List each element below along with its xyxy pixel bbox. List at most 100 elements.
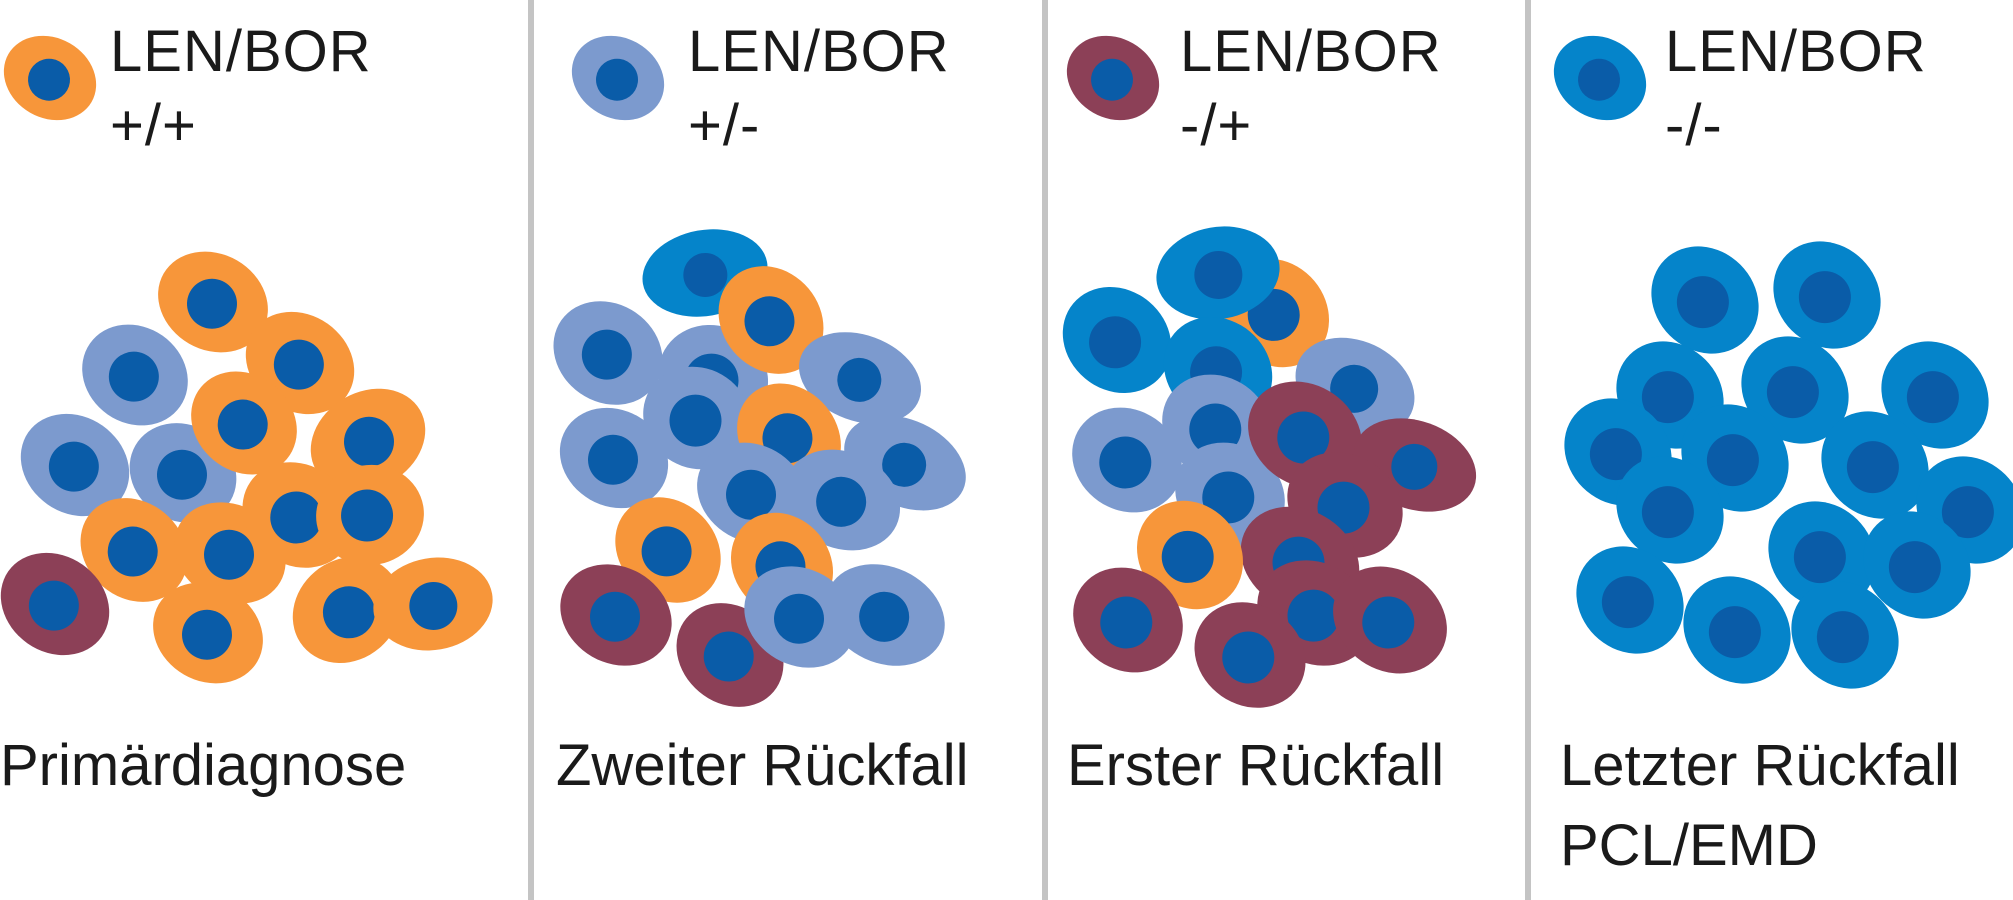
cell-nucleus bbox=[596, 58, 638, 101]
cell-nucleus bbox=[1330, 364, 1379, 413]
cell bbox=[1741, 336, 1849, 444]
legend-label: LEN/BOR bbox=[110, 19, 372, 84]
cell bbox=[1194, 602, 1306, 708]
cell-nucleus bbox=[1641, 486, 1694, 539]
cell-nucleus bbox=[1793, 531, 1846, 584]
cell-nucleus bbox=[187, 278, 237, 329]
cell bbox=[80, 498, 188, 602]
cell-nucleus bbox=[774, 593, 824, 644]
cell-nucleus bbox=[1708, 606, 1761, 659]
cell-nucleus bbox=[1089, 316, 1142, 369]
cell bbox=[316, 464, 424, 566]
cell-nucleus bbox=[590, 591, 640, 642]
cell-nucleus bbox=[157, 449, 207, 500]
legend-status: -/- bbox=[1665, 93, 1723, 158]
panel-divider bbox=[1042, 0, 1048, 900]
cell-nucleus bbox=[588, 434, 638, 485]
cell bbox=[1576, 546, 1684, 654]
legend-status: +/+ bbox=[110, 93, 197, 158]
cell bbox=[1333, 566, 1447, 674]
cell bbox=[1881, 341, 1989, 449]
cell-nucleus bbox=[409, 581, 458, 630]
cell bbox=[1863, 511, 1971, 619]
cell-nucleus bbox=[669, 394, 722, 447]
cell-nucleus bbox=[1287, 589, 1340, 642]
panel-divider bbox=[528, 0, 534, 900]
cell bbox=[1773, 241, 1881, 349]
cell bbox=[292, 556, 402, 664]
cell-nucleus bbox=[1816, 611, 1869, 664]
cell bbox=[1768, 501, 1876, 609]
cell-nucleus bbox=[217, 399, 268, 450]
cell-nucleus bbox=[816, 476, 867, 527]
cell-nucleus bbox=[1601, 576, 1654, 629]
cell-nucleus bbox=[273, 339, 324, 390]
cell-nucleus bbox=[1578, 58, 1620, 101]
cell-nucleus bbox=[581, 329, 632, 380]
cell-nucleus bbox=[1846, 441, 1899, 494]
cell-nucleus bbox=[1161, 530, 1214, 583]
cell-nucleus bbox=[726, 469, 776, 520]
cell-nucleus bbox=[1766, 366, 1819, 419]
panel-caption: Erster Rückfall bbox=[1067, 733, 1445, 798]
cell-nucleus bbox=[108, 351, 159, 402]
cell bbox=[825, 564, 945, 666]
legend-cell-icon bbox=[1066, 35, 1160, 121]
cell-nucleus bbox=[1391, 443, 1438, 490]
legend-label: LEN/BOR bbox=[1665, 19, 1927, 84]
cell-nucleus bbox=[762, 413, 813, 464]
cell bbox=[82, 324, 188, 426]
cell bbox=[1156, 226, 1280, 320]
cell bbox=[553, 301, 663, 405]
panel-caption: Primärdiagnose bbox=[0, 733, 407, 798]
cell-nucleus bbox=[1194, 250, 1243, 299]
cell-nucleus bbox=[1676, 276, 1729, 329]
cell bbox=[1616, 456, 1724, 564]
cell bbox=[20, 413, 130, 517]
legend-label: LEN/BOR bbox=[1180, 19, 1442, 84]
panel-caption: Zweiter Rückfall bbox=[556, 733, 969, 798]
cell-nucleus bbox=[1906, 371, 1959, 424]
cell-nucleus bbox=[1202, 471, 1255, 524]
cell-nucleus bbox=[1888, 541, 1941, 594]
cell bbox=[1072, 407, 1182, 513]
cell-nucleus bbox=[859, 591, 910, 642]
cell bbox=[1062, 286, 1172, 394]
cell bbox=[1136, 500, 1244, 610]
cell bbox=[1073, 567, 1183, 673]
legend-cell-icon bbox=[3, 35, 97, 121]
panel-caption: Letzter Rückfall bbox=[1560, 733, 1960, 798]
legend-status: +/- bbox=[688, 93, 761, 158]
cell-nucleus bbox=[1091, 58, 1133, 101]
legend-cell-icon bbox=[571, 35, 665, 121]
panel-divider bbox=[1525, 0, 1531, 900]
cell bbox=[158, 251, 268, 353]
cell-nucleus bbox=[1641, 371, 1694, 424]
cell bbox=[798, 332, 922, 424]
cell-nucleus bbox=[1222, 631, 1275, 684]
cell bbox=[560, 564, 672, 666]
cell-nucleus bbox=[1589, 428, 1642, 481]
cell bbox=[310, 388, 426, 492]
cell bbox=[191, 371, 297, 475]
cell-nucleus bbox=[1099, 436, 1152, 489]
cell bbox=[783, 449, 901, 551]
cell-nucleus bbox=[28, 58, 70, 101]
cell bbox=[373, 557, 493, 651]
cell-nucleus bbox=[107, 526, 158, 577]
cell bbox=[559, 407, 669, 509]
cell-nucleus bbox=[48, 441, 99, 492]
cell-nucleus bbox=[1189, 403, 1242, 456]
cell-nucleus bbox=[204, 529, 254, 580]
cell-nucleus bbox=[1941, 486, 1994, 539]
cell bbox=[0, 552, 110, 656]
cell bbox=[643, 366, 751, 470]
cell-nucleus bbox=[341, 489, 394, 542]
cell bbox=[1821, 411, 1929, 519]
cell bbox=[153, 582, 263, 684]
cell bbox=[1683, 576, 1791, 684]
cell-nucleus bbox=[703, 631, 754, 682]
cell-nucleus bbox=[344, 416, 394, 467]
cell bbox=[1651, 246, 1759, 354]
